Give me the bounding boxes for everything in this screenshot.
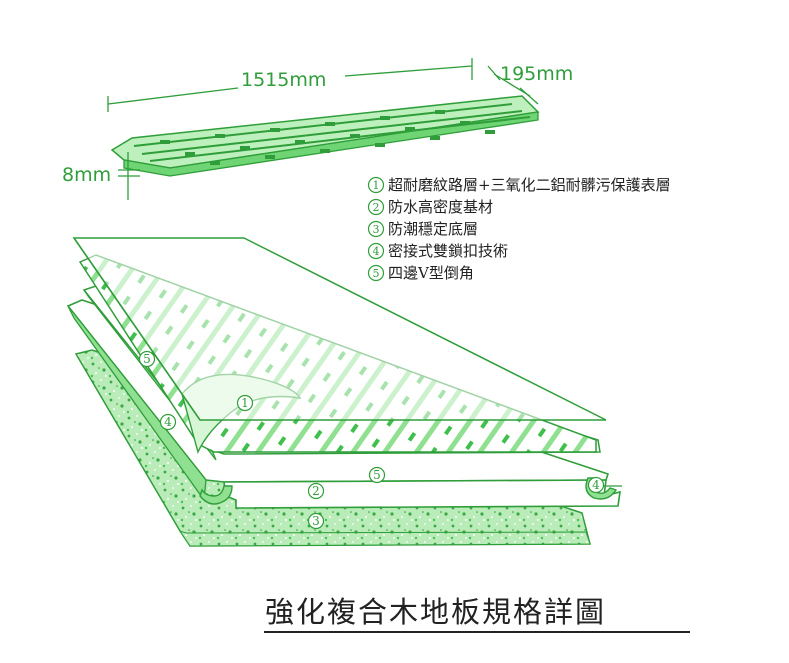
legend-item: 1 超耐磨紋路層+三氧化二鋁耐髒污保護表層: [367, 176, 671, 194]
width-dimension: 195mm: [500, 63, 573, 85]
legend-label: 密接式雙鎖扣技術: [388, 242, 508, 260]
legend-number: 4: [373, 245, 380, 258]
callout-1: 1: [236, 394, 254, 412]
callout-2: 2: [307, 482, 325, 500]
base-layer-edge: [178, 530, 591, 547]
legend-item: 2 防水高密度基材: [367, 198, 493, 216]
legend-label: 超耐磨紋路層+三氧化二鋁耐髒污保護表層: [388, 176, 671, 194]
svg-text:4: 4: [592, 478, 600, 492]
callout-4-left: 4: [159, 413, 177, 431]
legend-label: 防水高密度基材: [388, 198, 493, 216]
dimension-lines: [107, 58, 539, 200]
svg-text:4: 4: [164, 415, 172, 429]
callout-5-mid: 5: [368, 466, 386, 484]
diagram-title: 強化複合木地板規格詳圖: [265, 595, 606, 629]
svg-text:5: 5: [373, 468, 381, 482]
callouts: 1 5 4 5 4 2 3: [138, 350, 605, 530]
tongue-groove-left: [199, 485, 233, 505]
length-dimension: 1515mm: [241, 69, 326, 91]
core-board-front: [223, 479, 621, 509]
thickness-dimension: 8mm: [62, 164, 111, 186]
legend-item: 5 四邊V型倒角: [367, 264, 474, 282]
callout-5-left: 5: [138, 350, 156, 368]
legend-number: 1: [373, 179, 380, 192]
legend-label: 防潮穩定底層: [388, 220, 478, 238]
legend: 1 超耐磨紋路層+三氧化二鋁耐髒污保護表層 2 防水高密度基材 3 防潮穩定底層…: [367, 176, 671, 282]
callout-4-right: 4: [587, 476, 605, 494]
legend-number: 3: [373, 223, 380, 236]
plank-top-view: [110, 95, 540, 177]
svg-text:3: 3: [312, 514, 320, 528]
legend-number: 2: [373, 201, 380, 214]
legend-item: 3 防潮穩定底層: [367, 220, 478, 238]
legend-number: 5: [373, 267, 380, 280]
legend-item: 4 密接式雙鎖扣技術: [367, 242, 508, 260]
svg-text:2: 2: [312, 484, 320, 498]
plank-grain-marks: [160, 110, 495, 165]
legend-label: 四邊V型倒角: [388, 264, 474, 282]
svg-text:1: 1: [241, 396, 249, 410]
callout-3: 3: [307, 512, 325, 530]
svg-text:5: 5: [143, 352, 151, 366]
